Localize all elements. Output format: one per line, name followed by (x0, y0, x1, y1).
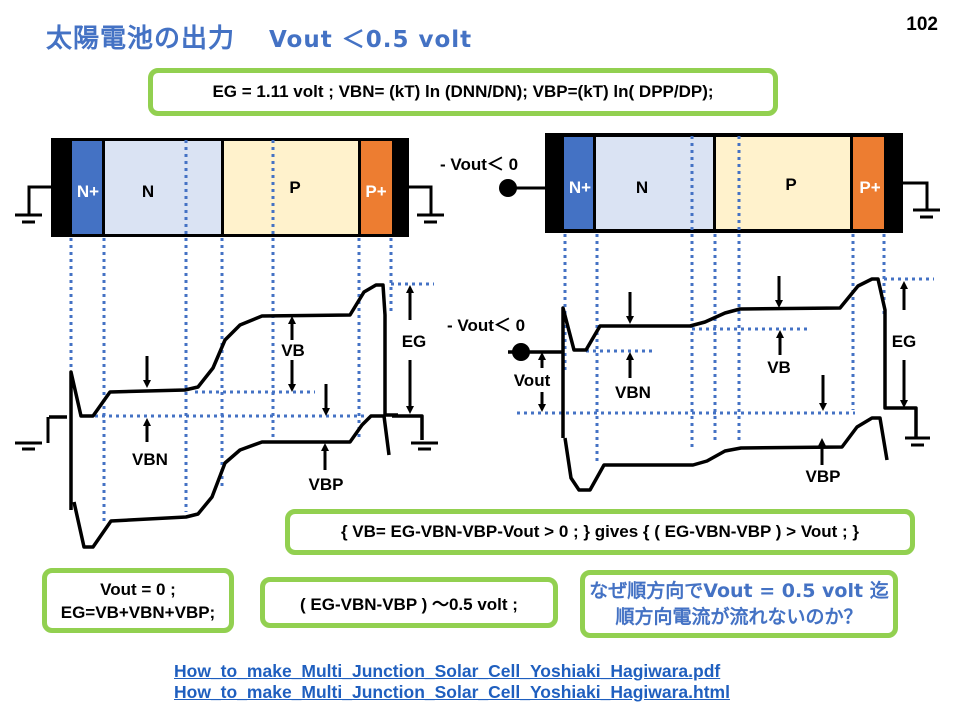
left-region-n (105, 141, 221, 234)
left-region-nplus (72, 141, 102, 234)
vout-zero-box: Vout = 0 ; EG=VB+VBN+VBP; (42, 568, 234, 633)
right-label-nplus: N+ (569, 178, 591, 197)
right-label-vb: VB (767, 358, 791, 377)
right-region-n (596, 137, 713, 229)
vout-zero-line1: Vout = 0 ; (100, 579, 176, 599)
condition-text: { VB= EG-VBN-VBP-Vout > 0 ; } gives { ( … (340, 522, 860, 541)
vout-zero-line2: EG=VB+VBN+VBP; (60, 602, 216, 622)
left-device: N+ N P P+ (15, 138, 444, 237)
equation-box: EG = 1.11 volt ; VBN= (kT) ln (DNN/DN); … (148, 68, 778, 116)
link-pdf[interactable]: How_to_make_Multi_Junction_Solar_Cell_Yo… (174, 661, 721, 681)
condition-box: { VB= EG-VBN-VBP-Vout > 0 ; } gives { ( … (285, 509, 915, 555)
right-label-p: P (785, 175, 796, 194)
right-label-vbp: VBP (806, 467, 841, 486)
approx-text: ( EG-VBN-VBP ) ～0.5 volt ; (300, 595, 518, 614)
right-region-p (716, 137, 850, 229)
question-line1: なぜ順方向でVout = 0.5 volt 迄 (589, 580, 889, 602)
right-label-vbn: VBN (615, 383, 651, 402)
right-bias-label-top: - Vout＜ 0 (440, 155, 518, 174)
ground-icon (903, 181, 940, 219)
title-condition: Vout ＜0.5 volt (269, 27, 473, 53)
ground-icon (15, 185, 51, 224)
reference-links: How_to_make_Multi_Junction_Solar_Cell_Yo… (174, 661, 730, 703)
right-arrows (538, 276, 908, 465)
left-label-eg: EG (402, 332, 427, 351)
approx-box: ( EG-VBN-VBP ) ～0.5 volt ; (260, 577, 558, 628)
right-label-n: N (636, 178, 648, 197)
left-label-nplus: N+ (77, 182, 99, 201)
left-label-vbp: VBP (309, 475, 344, 494)
right-band-curves (508, 277, 918, 492)
ground-icon (15, 417, 438, 451)
left-label-n: N (142, 182, 154, 201)
equation-text: EG = 1.11 volt ; VBN= (kT) ln (DNN/DN); … (212, 82, 714, 101)
question-line2: 順方向電流が流れないのか？ (615, 606, 863, 628)
ground-icon (905, 436, 930, 447)
right-bias-label-band: - Vout＜ 0 (447, 316, 525, 335)
ground-icon (409, 185, 444, 224)
title-text: 太陽電池の出力 (46, 24, 236, 54)
right-region-nplus (564, 137, 593, 229)
left-label-vb: VB (281, 341, 305, 360)
question-box: なぜ順方向でVout = 0.5 volt 迄 順方向電流が流れないのか？ (580, 570, 898, 638)
right-region-pplus (853, 137, 884, 229)
left-label-pplus: P+ (365, 182, 386, 201)
right-label-vout: Vout (514, 371, 551, 390)
right-label-eg: EG (892, 332, 917, 351)
link-html[interactable]: How_to_make_Multi_Junction_Solar_Cell_Yo… (174, 682, 730, 702)
left-band-curves (49, 283, 424, 549)
right-dotted-guides (517, 136, 934, 465)
right-label-pplus: P+ (859, 178, 880, 197)
slide-title: 太陽電池の出力 Vout ＜0.5 volt (46, 18, 472, 55)
left-label-vbn: VBN (132, 450, 168, 469)
left-dotted-guides (69, 140, 434, 525)
page-number: 102 (906, 14, 938, 35)
left-arrows (143, 285, 414, 470)
left-label-p: P (289, 178, 300, 197)
right-device: N+ N P P+ - Vout＜ 0 (440, 133, 940, 233)
left-region-p (224, 141, 358, 234)
left-region-pplus (361, 141, 392, 234)
